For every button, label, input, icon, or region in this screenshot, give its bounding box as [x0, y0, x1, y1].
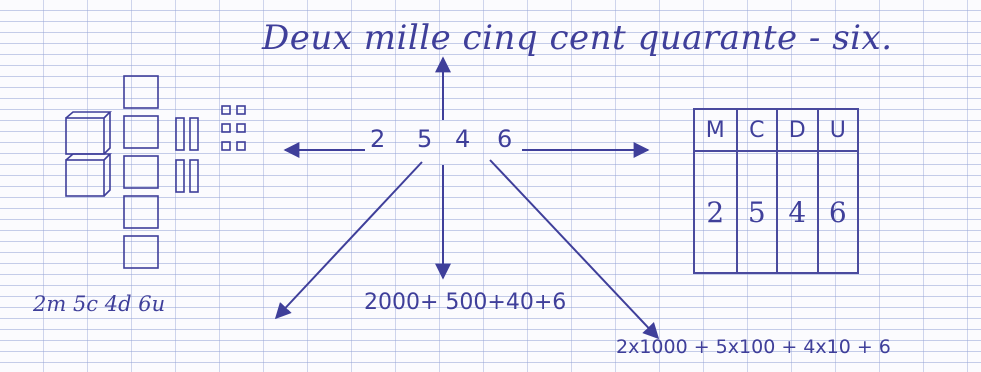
place-value-table: M C D U 2 5 4 6 [693, 108, 859, 274]
header-units: U [816, 108, 859, 152]
unit-cube [236, 105, 246, 115]
value-thousands: 2 [693, 150, 738, 274]
arrow-down-right [489, 159, 660, 340]
ten-rod [175, 159, 185, 193]
unit-decomposition: 2m 5c 4d 6u [33, 292, 166, 316]
value-hundreds: 5 [735, 150, 779, 274]
hundred-flat [123, 235, 159, 269]
value-units: 6 [816, 150, 859, 274]
arrow-down-left [274, 161, 423, 320]
additive-decomposition: 2000+ 500+40+6 [364, 290, 567, 315]
ten-rod [189, 117, 199, 151]
ten-rod [189, 159, 199, 193]
digit-tens: 4 [455, 125, 471, 153]
unit-cube [236, 123, 246, 133]
digit-hundreds: 5 [417, 125, 433, 153]
number-in-words: Deux mille cinq cent quarante - six. [262, 18, 893, 58]
unit-cube [221, 105, 231, 115]
header-hundreds: C [735, 108, 779, 152]
digit-thousands: 2 [370, 125, 386, 153]
base-ten-blocks [65, 75, 246, 269]
hundred-flat [123, 75, 159, 109]
unit-cube [221, 141, 231, 151]
hundred-flat [123, 195, 159, 229]
hundred-flat [123, 115, 159, 149]
digit-units: 6 [497, 125, 513, 153]
unit-cube [236, 141, 246, 151]
hundred-flat [123, 155, 159, 189]
table-row: 2 5 4 6 [693, 150, 859, 274]
header-tens: D [776, 108, 819, 152]
thousand-cube [65, 153, 112, 197]
header-thousands: M [693, 108, 738, 152]
multiplicative-decomposition: 2x1000 + 5x100 + 4x10 + 6 [616, 336, 891, 358]
ten-rod [175, 117, 185, 151]
table-header-row: M C D U [693, 108, 859, 152]
thousand-cube [65, 111, 112, 155]
unit-cube [221, 123, 231, 133]
value-tens: 4 [776, 150, 819, 274]
